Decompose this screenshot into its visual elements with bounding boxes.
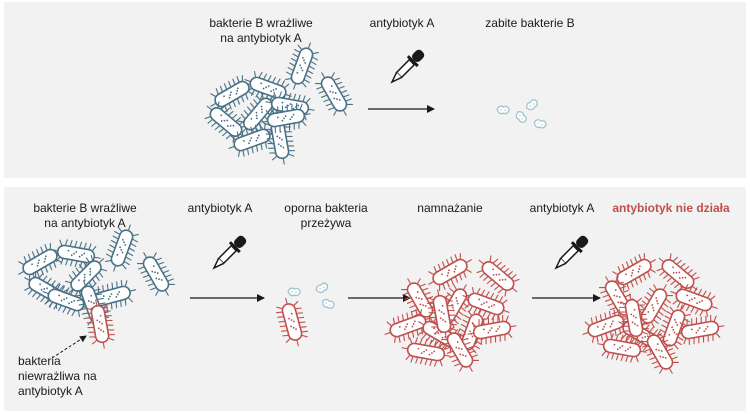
dead-bacterium-fragment: [515, 111, 527, 123]
dead-bacterium-fragment: [533, 119, 547, 129]
resistant-bacterium: [428, 252, 472, 292]
bottom-sensitive-label: bakterie B wrażliwe na antybiotyk A: [33, 201, 137, 230]
dead-bacterium-fragment: [526, 99, 538, 111]
sensitive-bacterium: [314, 72, 354, 116]
resistant-bacterium: [401, 337, 451, 367]
top-killed-label: zabite bakterie B: [485, 16, 575, 30]
bottom-antibiotic-label-2: antybiotyk A: [529, 201, 595, 215]
sensitive-bacterium: [237, 92, 279, 136]
resistant-bacterium: [467, 314, 517, 346]
resistant-bacterium: [400, 278, 440, 322]
sensitive-bacterium: [136, 252, 176, 296]
pointer-arrow: [51, 335, 87, 359]
dropper-icon: [212, 235, 247, 270]
resistant-bacterium: [476, 255, 520, 297]
resistant-bacterium: [597, 333, 647, 363]
resistant-bacterium: [384, 309, 432, 343]
bottom-multiply-label: namnażanie: [417, 201, 483, 215]
sensitive-bacterium: [42, 283, 90, 317]
sensitive-bacterium: [261, 102, 311, 134]
sensitive-bacterium: [204, 101, 248, 143]
bottom-antibiotic-label-1: antybiotyk A: [187, 201, 253, 215]
dead-bacterium-fragment: [315, 282, 329, 294]
resistant-bacterium: [84, 299, 116, 349]
resistant-bacterium: [675, 314, 725, 346]
bottom-fails-label: antybiotyk nie działa: [612, 201, 730, 215]
bottom-survives-label: oporna bakteria przeżywa: [284, 201, 368, 230]
resistant-bacterium: [656, 253, 700, 295]
dead-bacterium-fragment: [322, 298, 335, 309]
resistant-bacterium: [582, 309, 630, 343]
resistant-bacterium: [640, 330, 680, 374]
panel-antibiotic-works: [4, 2, 746, 178]
resistant-bacterium: [440, 328, 480, 372]
resistant-bacterium: [634, 284, 674, 328]
sensitive-bacterium: [285, 42, 319, 90]
bottom-resistant-label: bakteria niewrażliwa na antybiotyk A: [18, 354, 97, 398]
resistant-bacterium: [426, 289, 458, 339]
dead-bacterium-fragment: [287, 287, 301, 297]
dead-bacterium-fragment: [496, 105, 510, 115]
top-antibiotic-label: antybiotyk A: [369, 16, 435, 30]
resistant-bacterium: [612, 252, 656, 292]
resistant-bacterium: [462, 287, 510, 321]
resistant-bacterium: [670, 283, 718, 317]
dropper-icon: [554, 235, 589, 270]
sensitive-bacterium: [105, 224, 139, 272]
resistant-bacterium: [276, 297, 308, 347]
resistant-bacterium: [618, 293, 650, 343]
dropper-icon: [390, 49, 425, 84]
top-sensitive-label: bakterie B wrażliwe na antybiotyk A: [209, 16, 313, 45]
